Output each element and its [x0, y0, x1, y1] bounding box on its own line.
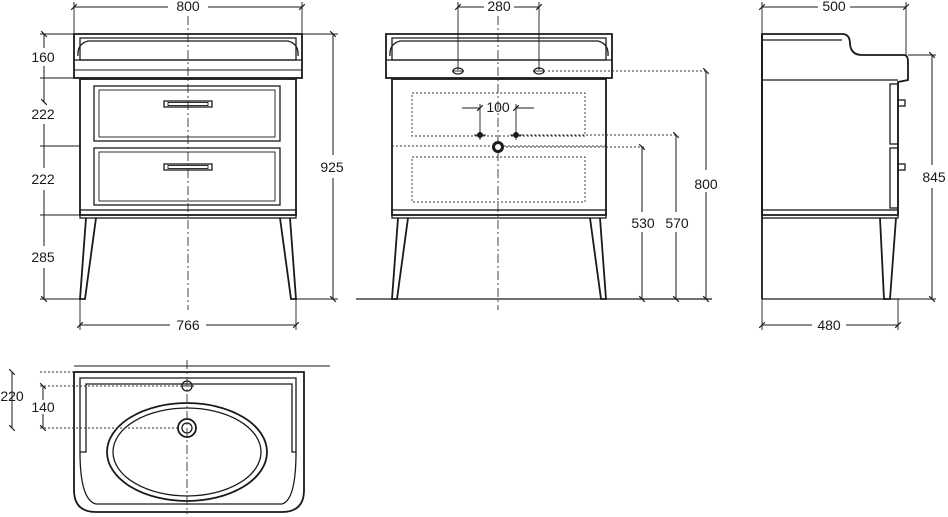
dim-140: 140: [31, 399, 55, 415]
dim-top-height: 160: [31, 49, 55, 65]
dim-220: 220: [0, 388, 24, 404]
dim-side-depth-bottom: 480: [817, 317, 841, 333]
dim-front-width: 800: [176, 0, 200, 14]
dim-530: 530: [631, 215, 655, 231]
dim-800: 800: [694, 176, 718, 192]
rear-view: 280 100: [356, 0, 718, 310]
dim-drawer1-height: 222: [31, 106, 55, 122]
front-view: 800 160: [31, 0, 344, 333]
dim-side-depth: 500: [822, 0, 846, 14]
dim-tap-spacing: 100: [486, 99, 510, 115]
dim-hole-spacing: 280: [487, 0, 511, 14]
top-view: 220 140: [0, 360, 330, 514]
dim-drawer2-height: 222: [31, 171, 55, 187]
side-view: 500 845 480: [758, 0, 946, 333]
dim-570: 570: [665, 215, 689, 231]
dim-total-height: 925: [320, 159, 344, 175]
dim-side-height: 845: [922, 169, 946, 185]
dim-leg-height: 285: [31, 249, 55, 265]
dim-inner-width: 766: [176, 317, 200, 333]
